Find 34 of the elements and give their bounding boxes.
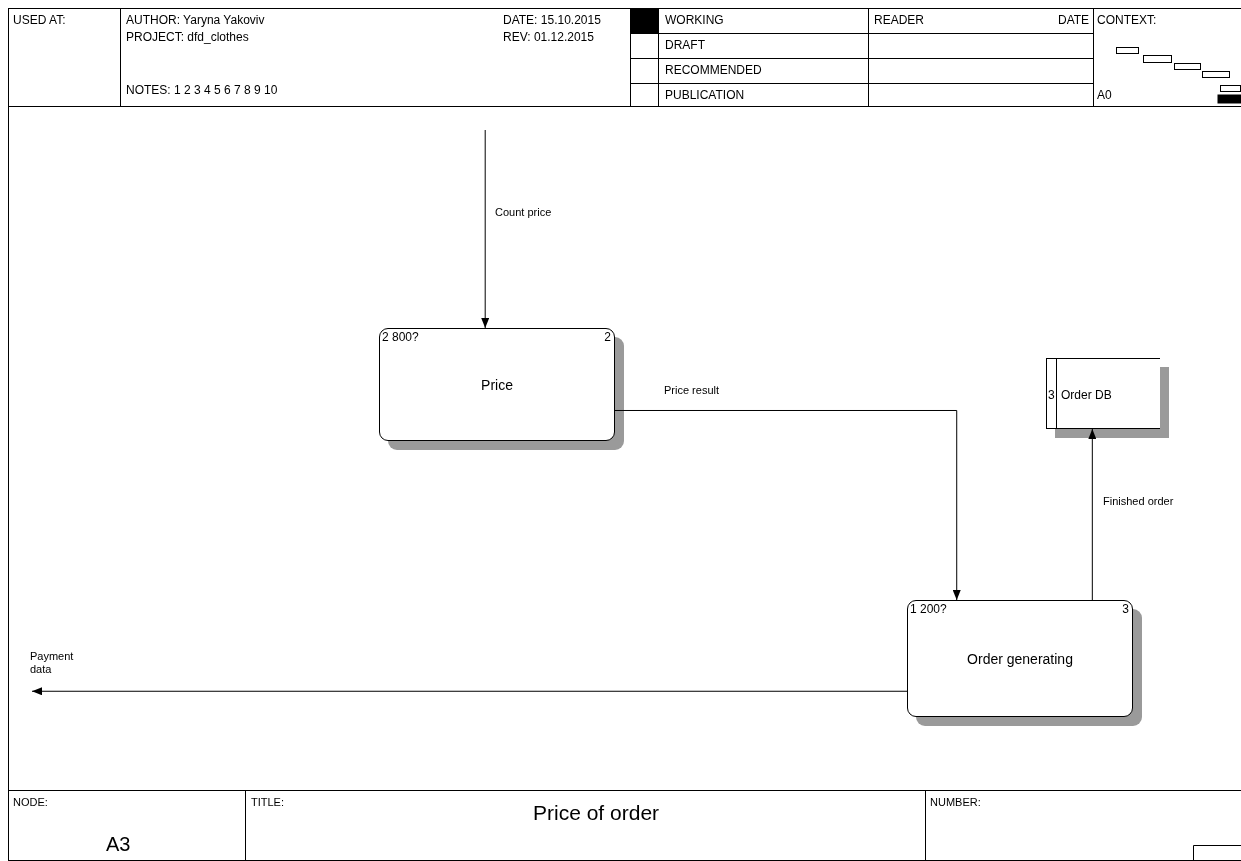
arrow [1088, 428, 1097, 601]
form-field-label: PROJECT: dfd_clothes [126, 30, 249, 44]
edge-label: Finished order [1103, 494, 1174, 508]
node-number: A0 [1097, 88, 1112, 102]
store-number: 3 [1048, 387, 1055, 402]
form-field-label: NUMBER: [930, 795, 981, 810]
edge-label: Price result [664, 383, 720, 397]
form-field-label: AUTHOR: Yaryna Yakoviv [126, 13, 265, 27]
form-field-label: CONTEXT: [1097, 13, 1157, 27]
form-field-label: DATE [1058, 13, 1090, 27]
node-number: A3 [106, 832, 131, 856]
form-field-label: USED AT: [13, 13, 66, 27]
form-field-label: WORKING [665, 13, 724, 27]
form-field-label: NOTES: 1 2 3 4 5 6 7 8 9 10 [126, 83, 278, 97]
cost-label: 2 800? [382, 330, 419, 344]
form-field-label: DATE: 15.10.2015 [503, 13, 601, 27]
arrow [614, 410, 961, 601]
process-name: Price [480, 375, 514, 394]
form-field-label: READER [874, 13, 924, 27]
box-number: 2 [604, 330, 611, 344]
form-field-label: PUBLICATION [665, 88, 745, 102]
cost-label: 1 200? [910, 602, 947, 616]
form-field-label: DRAFT [665, 38, 705, 52]
form-field-label: TITLE: [251, 795, 284, 810]
arrow [481, 129, 490, 329]
diagram-title: Price of order [533, 800, 660, 825]
arrow [31, 687, 908, 696]
box-number: 3 [1122, 602, 1129, 616]
store-name: Order DB [1061, 387, 1112, 402]
process-name: Order generating [966, 649, 1074, 668]
edge-label: Count price [495, 205, 552, 219]
form-field-label: RECOMMENDED [665, 63, 762, 77]
form-field-label: NODE: [13, 795, 48, 810]
form-field-label: REV: 01.12.2015 [503, 30, 594, 44]
